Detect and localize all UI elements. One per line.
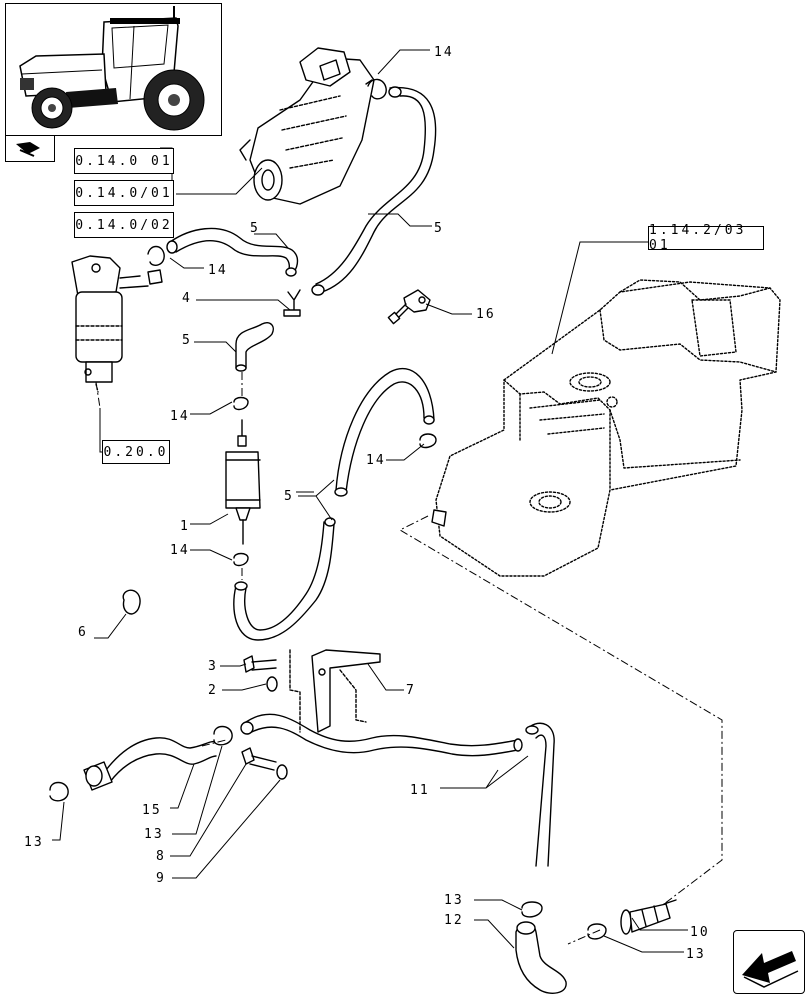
clamp-14-lower-filter <box>233 552 249 567</box>
ref-link-0-14-0-01-a[interactable]: 0.14.0 01 <box>74 148 174 174</box>
callout-12: 12 <box>444 913 464 928</box>
hose-long-lower-11 <box>240 713 523 757</box>
callout-5-upper-right: 5 <box>434 221 444 236</box>
callout-2: 2 <box>208 683 218 698</box>
callout-15: 15 <box>142 803 162 818</box>
callout-14-housing: 14 <box>208 263 228 278</box>
next-page-arrow-icon <box>742 951 799 988</box>
ref-link-0-14-0-02[interactable]: 0.14.0/02 <box>74 212 174 238</box>
ref-link-0-14-0-01-b[interactable]: 0.14.0/01 <box>74 180 174 206</box>
callout-13-lower: 13 <box>444 893 464 908</box>
callout-8: 8 <box>156 849 166 864</box>
clamp-14-top <box>367 78 387 100</box>
clip-6 <box>122 589 141 615</box>
fitting-10 <box>620 899 677 935</box>
clamp-13-left <box>49 781 69 802</box>
bolt-8-washer-9 <box>241 747 288 780</box>
callout-11: 11 <box>410 783 430 798</box>
routing-line-tank <box>398 515 723 905</box>
callout-4: 4 <box>182 291 192 306</box>
callout-16: 16 <box>476 307 496 322</box>
callout-1: 1 <box>180 519 190 534</box>
routing-line-bottom <box>567 929 601 945</box>
injection-pump <box>239 47 375 205</box>
hose-long-top <box>311 86 437 296</box>
clamp-13-mid <box>213 725 233 746</box>
bracket-7 <box>289 649 381 733</box>
hose-15-left <box>83 737 217 791</box>
callout-5-upper-left: 5 <box>250 221 260 236</box>
ref-link-1-14-2-03-01[interactable]: 1.14.2/03 01 <box>648 223 764 253</box>
callout-5-lower: 5 <box>284 489 294 504</box>
callout-13-lower-right: 13 <box>686 947 706 962</box>
callout-5-elbow: 5 <box>182 333 192 348</box>
callout-14-upper-filter: 14 <box>170 409 190 424</box>
callout-13-left: 13 <box>24 835 44 850</box>
tractor-thumbnail-frame <box>5 3 222 136</box>
callout-9: 9 <box>156 871 166 886</box>
callout-3: 3 <box>208 659 218 674</box>
hose-vertical-11 <box>525 722 555 867</box>
callout-14-right: 14 <box>366 453 386 468</box>
fuel-filter-housing <box>71 255 163 393</box>
y-connector-4 <box>283 289 301 317</box>
clamp-14-upper-filter <box>233 396 249 411</box>
book-tab[interactable] <box>5 136 55 162</box>
callout-14-top: 14 <box>434 45 454 60</box>
bolt-3-washer-2 <box>243 655 278 692</box>
tractor-thumbnail-icon <box>19 6 205 131</box>
routing-line-housing <box>95 381 101 409</box>
elbow-hose-12 <box>515 921 567 994</box>
ref-link-0-20-0[interactable]: 0.20.0 <box>102 440 170 464</box>
hose-u-lower <box>233 517 336 641</box>
callout-7: 7 <box>406 683 416 698</box>
callout-14-lower-filter: 14 <box>170 543 190 558</box>
callout-6: 6 <box>78 625 88 640</box>
hose-short-upper-left <box>166 227 299 277</box>
callout-10: 10 <box>690 925 710 940</box>
hose-arc-upper <box>334 367 435 497</box>
next-page-button[interactable] <box>733 930 805 994</box>
book-tab-icon <box>16 142 40 157</box>
routing-line-left <box>201 739 227 747</box>
fuel-tank <box>435 279 781 577</box>
hose-elbow-above-filter <box>235 322 274 372</box>
callout-13-mid: 13 <box>144 827 164 842</box>
elbow-connector-16 <box>387 289 431 325</box>
clamp-14-housing <box>147 245 165 266</box>
inline-fuel-filter-1 <box>225 419 261 545</box>
clamp-13-lower <box>521 901 543 918</box>
